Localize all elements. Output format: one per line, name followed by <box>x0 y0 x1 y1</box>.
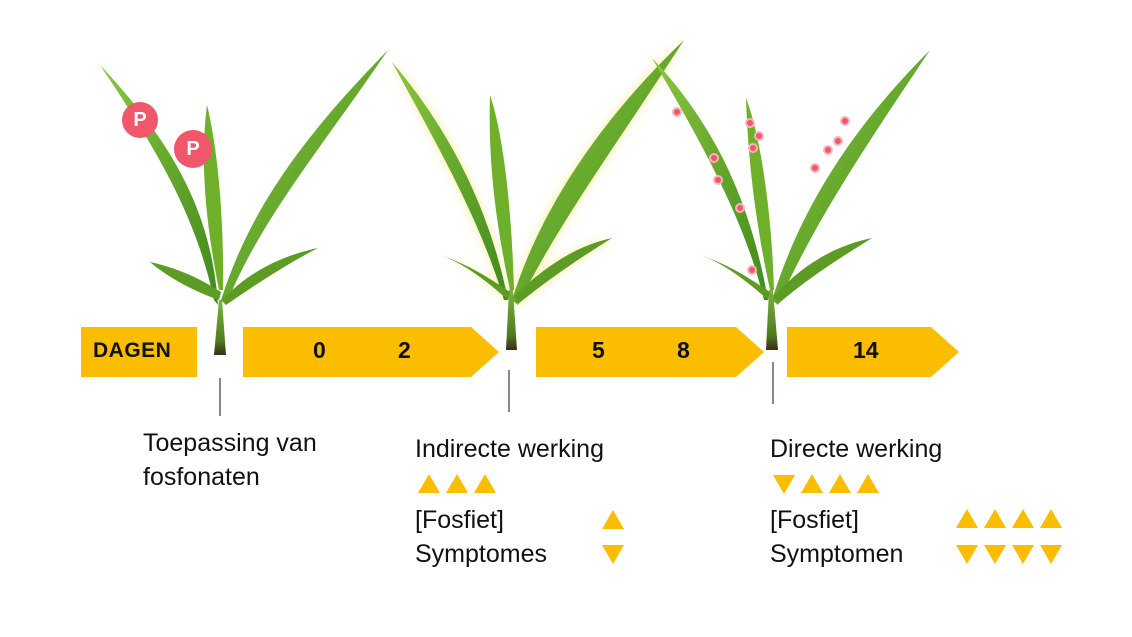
down-triangle-icon <box>602 545 624 564</box>
stage-2-title: Indirecte werking <box>415 435 604 463</box>
down-triangle-icon <box>773 475 795 494</box>
day-label: 0 <box>313 337 326 363</box>
corn-plant-icon <box>392 40 684 350</box>
spot-icon <box>745 118 755 128</box>
stage-tick <box>508 370 510 412</box>
stage-tick <box>772 362 774 404</box>
timeline-segment <box>787 327 959 377</box>
down-triangle-icon <box>1012 545 1034 564</box>
stage-3-row-label: [Fosfiet] <box>770 506 859 534</box>
stage-tick <box>219 378 221 416</box>
spot-icon <box>810 163 820 173</box>
corn-plant-icon <box>652 50 930 350</box>
stage-2-row-label: [Fosfiet] <box>415 506 504 534</box>
spot-icon <box>754 131 764 141</box>
spot-icon <box>709 153 719 163</box>
spot-icon <box>833 136 843 146</box>
down-triangle-icon <box>984 545 1006 564</box>
stage-2-row-label: Symptomes <box>415 540 547 568</box>
down-triangle-icon <box>1040 545 1062 564</box>
spot-icon <box>748 143 758 153</box>
up-triangle-icon <box>474 474 496 493</box>
phosphonate-badge-icon: P <box>174 130 212 168</box>
up-triangle-icon <box>956 509 978 528</box>
spot-icon <box>840 116 850 126</box>
up-triangle-icon <box>1040 509 1062 528</box>
up-triangle-icon <box>602 510 624 529</box>
day-label: 5 <box>592 337 605 363</box>
stage-3-row-label: Symptomen <box>770 540 904 568</box>
day-label: 14 <box>853 337 879 363</box>
stage-3-title: Directe werking <box>770 435 943 463</box>
timeline-segment <box>536 327 764 377</box>
stage-1-title: Toepassing van fosfonaten <box>143 429 317 491</box>
spot-icon <box>747 265 757 275</box>
spot-icon <box>735 203 745 213</box>
spot-icon <box>823 145 833 155</box>
day-label: 2 <box>398 337 411 363</box>
up-triangle-icon <box>984 509 1006 528</box>
up-triangle-icon <box>801 474 823 493</box>
corn-plant-icon <box>100 50 388 355</box>
phosphonate-badge-icon: P <box>122 102 158 138</box>
timeline-start-label: DAGEN <box>81 327 197 377</box>
up-triangle-icon <box>857 474 879 493</box>
down-triangle-icon <box>956 545 978 564</box>
up-triangle-icon <box>446 474 468 493</box>
spot-icon <box>672 107 682 117</box>
up-triangle-icon <box>829 474 851 493</box>
up-triangle-icon <box>1012 509 1034 528</box>
timeline-segment <box>243 327 499 377</box>
up-triangle-icon <box>418 474 440 493</box>
day-label: 8 <box>677 337 690 363</box>
spot-icon <box>713 175 723 185</box>
